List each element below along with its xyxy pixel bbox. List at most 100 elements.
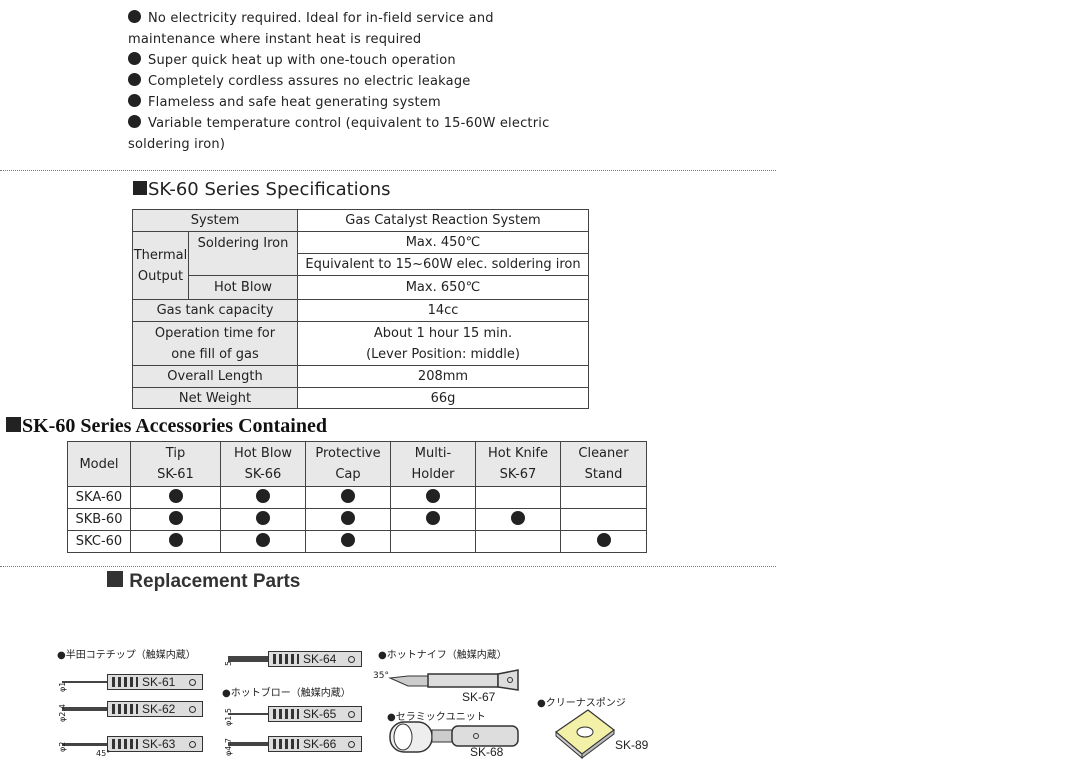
tip-sk63: SK-63 (62, 736, 207, 752)
included-dot-icon (168, 510, 183, 525)
specs-title: SK-60 Series Specifications (133, 179, 390, 200)
included-cell (475, 486, 561, 509)
included-dot-icon (596, 532, 611, 547)
included-cell (475, 508, 561, 531)
spec-value: About 1 hour 15 min.(Lever Position: mid… (297, 321, 589, 366)
spec-label: Gas tank capacity (132, 299, 298, 322)
column-header-line: Tip (165, 446, 186, 461)
feature-list: No electricity required. Ideal for in-fi… (128, 8, 568, 155)
spec-value: Gas Catalyst Reaction System (297, 209, 589, 232)
column-header-line: Hot Blow (233, 446, 293, 461)
dimension-label: 5 (224, 660, 233, 666)
spec-value: Max. 450℃ (297, 231, 589, 254)
feature-item: Flameless and safe heat generating syste… (128, 92, 568, 113)
table-row: SKC-60 (67, 530, 647, 553)
accessories-title: SK-60 Series Accessories Contained (6, 415, 327, 438)
ceramic-unit-drawing (389, 721, 519, 753)
feature-item: Variable temperature control (equivalent… (128, 115, 550, 152)
model-cell: SKC-60 (67, 530, 131, 553)
feature-item: No electricity required. Ideal for in-fi… (128, 10, 494, 47)
included-cell (220, 530, 306, 553)
spec-label: Net Weight (132, 387, 298, 409)
included-cell (220, 508, 306, 531)
column-header-line: SK-61 (157, 467, 194, 482)
spec-label-line: one fill of gas (171, 346, 259, 362)
part-label-sk89: SK-89 (615, 738, 649, 752)
part-label-sk68: SK-68 (470, 745, 504, 759)
part-label: SK-61 (142, 675, 176, 689)
part-label-sk67: SK-67 (462, 690, 496, 704)
angle-label: 45° (96, 749, 111, 758)
included-dot-icon (341, 488, 355, 503)
included-dot-icon (341, 532, 355, 547)
column-header-line: Cap (335, 467, 361, 482)
column-header-line: Multi- (414, 446, 452, 461)
feature-item: Completely cordless assures no electric … (128, 71, 568, 92)
dimension-label: φ1.5 (224, 708, 233, 726)
column-header-line: SK-66 (244, 467, 282, 482)
table-row: SKB-60 (67, 508, 647, 531)
column-header: Multi- Holder (390, 441, 476, 487)
spec-label: Operation time for one fill of gas (132, 321, 298, 366)
spec-label: Overall Length (132, 365, 298, 388)
bullet-icon (128, 73, 141, 86)
included-cell (305, 508, 391, 531)
bullet-icon (128, 94, 141, 107)
bullet-icon (128, 115, 141, 128)
column-header-line: Hot Knife (488, 446, 548, 461)
dimension-label: φ2 (58, 741, 67, 752)
column-header-line: Stand (584, 467, 623, 482)
part-label: SK-64 (303, 652, 337, 666)
included-cell (130, 530, 221, 553)
tip-sk64: SK-64 (228, 651, 362, 667)
part-label: SK-63 (142, 737, 176, 751)
column-header-line: Protective (315, 446, 381, 461)
spec-value: 66g (297, 387, 589, 409)
included-dot-icon (426, 488, 440, 503)
included-cell (390, 530, 476, 553)
included-dot-icon (511, 510, 525, 525)
dimension-label: φ2.4 (58, 704, 67, 722)
model-cell: SKB-60 (67, 508, 131, 531)
spec-label: System (132, 209, 298, 232)
included-dot-icon (256, 488, 270, 503)
cleaner-sponge-drawing (555, 709, 615, 760)
bullet-icon (128, 10, 141, 23)
included-cell (305, 530, 391, 553)
included-dot-icon (256, 510, 270, 525)
feature-item: Super quick heat up with one-touch opera… (128, 50, 568, 71)
part-label: SK-65 (303, 707, 337, 721)
divider (0, 566, 776, 567)
part-label: SK-62 (142, 702, 176, 716)
part-label: SK-66 (303, 737, 337, 751)
model-cell: SKA-60 (67, 486, 131, 509)
tip-sk65: SK-65 (228, 706, 362, 722)
spec-value: 208mm (297, 365, 589, 388)
included-cell (130, 508, 221, 531)
bullet-icon (128, 52, 141, 65)
spec-value: 14cc (297, 299, 589, 322)
included-cell (560, 486, 647, 509)
spec-label-line: Operation time for (154, 325, 276, 341)
square-icon (107, 571, 123, 587)
hot-knife-drawing (388, 669, 519, 691)
spec-value-line: About 1 hour 15 min. (373, 325, 513, 341)
column-header-line: Holder (411, 467, 455, 482)
column-header-line: Cleaner (578, 446, 629, 461)
spec-label: Thermal Output (132, 231, 189, 300)
tip-sk62: SK-62 (62, 701, 207, 717)
included-dot-icon (256, 532, 270, 547)
included-cell (560, 530, 647, 553)
spec-label: Soldering Iron (188, 231, 298, 276)
spec-label: Hot Blow (188, 275, 298, 300)
divider (0, 170, 776, 171)
included-cell (560, 508, 647, 531)
included-cell (390, 508, 476, 531)
